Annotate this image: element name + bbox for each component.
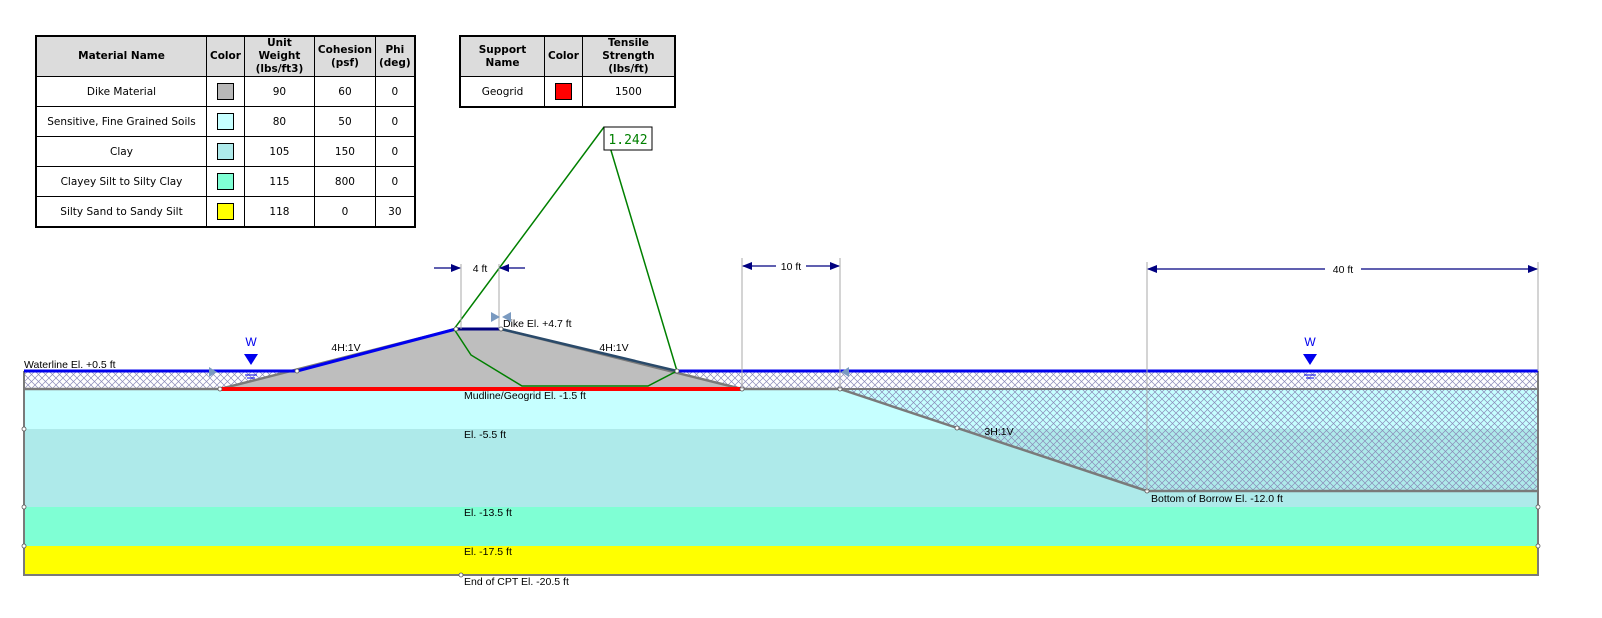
el-13-5-label: El. -13.5 ft <box>464 507 512 519</box>
color-swatch <box>216 143 234 160</box>
slope-right-label: 4H:1V <box>599 342 628 354</box>
table-row: Clay 105 150 0 <box>35 136 416 167</box>
right-marker-icon <box>841 367 849 377</box>
el-5-5-label: El. -5.5 ft <box>464 429 506 441</box>
color-swatch <box>216 203 234 220</box>
factor-of-safety-box <box>603 126 653 151</box>
mudline-label: Mudline/Geogrid El. -1.5 ft <box>464 390 586 402</box>
dimension-extensions <box>460 258 1539 491</box>
color-swatch <box>554 83 572 100</box>
cohesion: 150 <box>313 136 376 167</box>
end-cpt-label: End of CPT El. -20.5 ft <box>464 576 569 588</box>
phi: 0 <box>374 166 416 197</box>
layer-silty-sand <box>24 546 1538 575</box>
support-table-header: Support Name Color Tensile Strength (lbs… <box>459 35 676 77</box>
header-cohesion: Cohesion (psf) <box>313 35 376 77</box>
unit-weight: 115 <box>243 166 315 197</box>
material-name: Silty Sand to Sandy Silt <box>35 196 207 228</box>
svg-text:W: W <box>245 335 257 349</box>
dim-crest-width: 4 ft <box>473 263 488 275</box>
dimension-arrows <box>434 262 1538 273</box>
dike-material <box>220 329 742 389</box>
dim-berm-width: 10 ft <box>781 261 802 273</box>
table-row: Silty Sand to Sandy Silt 118 0 30 <box>35 196 416 228</box>
phi: 30 <box>374 196 416 228</box>
color-swatch <box>216 113 234 130</box>
slope-left-label: 4H:1V <box>331 342 360 354</box>
dike-crest-label: Dike El. +4.7 ft <box>503 318 572 330</box>
left-marker-icon <box>209 367 217 377</box>
table-row: Geogrid 1500 <box>459 76 676 108</box>
dim-borrow-width: 40 ft <box>1333 264 1354 276</box>
slope-borrow-label: 3H:1V <box>984 426 1013 438</box>
unit-weight: 118 <box>243 196 315 228</box>
cohesion: 800 <box>313 166 376 197</box>
color-swatch <box>216 173 234 190</box>
svg-text:W: W <box>1304 335 1316 349</box>
material-table: Material Name Color Unit Weight (lbs/ft3… <box>35 35 416 228</box>
header-support-name: Support Name <box>459 35 545 77</box>
header-tensile-strength: Tensile Strength (lbs/ft) <box>581 35 676 77</box>
support-name: Geogrid <box>459 76 545 108</box>
el-17-5-label: El. -17.5 ft <box>464 546 512 558</box>
crest-marker-icon <box>491 312 500 322</box>
water-marker-left: W <box>244 335 258 379</box>
phi: 0 <box>374 136 416 167</box>
tensile-strength: 1500 <box>581 76 676 108</box>
color-swatch <box>216 83 234 100</box>
table-row: Clayey Silt to Silty Clay 115 800 0 <box>35 166 416 197</box>
waterline-label: Waterline El. +0.5 ft <box>24 359 116 371</box>
unit-weight: 105 <box>243 136 315 167</box>
table-row: Dike Material 90 60 0 <box>35 76 416 107</box>
material-name: Dike Material <box>35 76 207 107</box>
water-marker-right: W <box>1303 335 1317 379</box>
header-color: Color <box>544 35 583 77</box>
unit-weight: 90 <box>243 76 315 107</box>
phi: 0 <box>374 106 416 137</box>
support-table: Support Name Color Tensile Strength (lbs… <box>459 35 676 108</box>
factor-of-safety: 1.242 <box>608 133 647 148</box>
material-name: Clay <box>35 136 207 167</box>
unit-weight: 80 <box>243 106 315 137</box>
cohesion: 0 <box>313 196 376 228</box>
header-phi: Phi (deg) <box>374 35 416 77</box>
layer-clayey-silt <box>24 507 1538 546</box>
borrow-bottom-label: Bottom of Borrow El. -12.0 ft <box>1151 493 1283 505</box>
water-region <box>24 371 1538 491</box>
